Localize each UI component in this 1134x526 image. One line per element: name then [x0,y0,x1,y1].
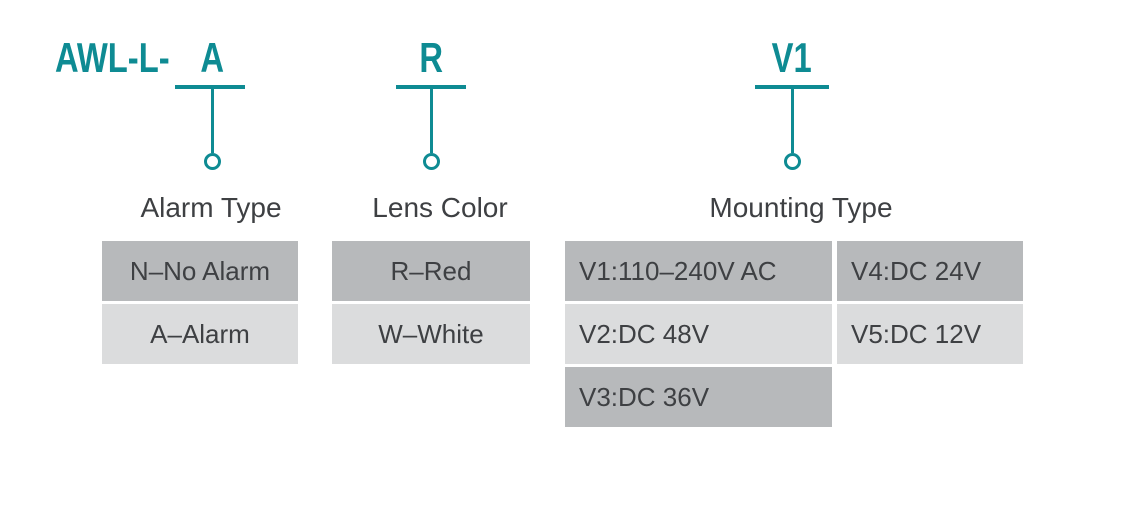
mounting-option-v5: V5:DC 12V [837,304,1023,364]
mounting-connector-bar [755,85,829,89]
alarm-connector-stem [211,89,214,153]
mounting-type-table-col2: V4:DC 24V V5:DC 12V [837,241,1023,364]
lens-code: R [351,37,511,79]
mounting-option-v4: V4:DC 24V [837,241,1023,301]
lens-connector-stem [430,89,433,153]
alarm-connector-bar [175,85,245,89]
mounting-type-title: Mounting Type [709,192,893,223]
lens-color-table: R–Red W–White [332,241,530,364]
alarm-code: A [132,37,292,79]
lens-option-red: R–Red [332,241,530,301]
model-prefix: AWL-L- [55,37,202,79]
alarm-connector-circle [204,153,221,170]
mounting-connector-stem [791,89,794,153]
alarm-type-table: N–No Alarm A–Alarm [102,241,298,364]
mounting-code-text: V1 [771,34,813,81]
mounting-option-v1: V1:110–240V AC [565,241,832,301]
lens-connector-bar [396,85,466,89]
mounting-code: V1 [712,37,872,79]
mounting-type-table-col1: V1:110–240V AC V2:DC 48V V3:DC 36V [565,241,832,427]
mounting-option-v2: V2:DC 48V [565,304,832,364]
lens-color-title: Lens Color [372,192,508,223]
lens-option-white: W–White [332,304,530,364]
mounting-option-v3: V3:DC 36V [565,367,832,427]
alarm-code-text: A [200,34,224,81]
lens-code-text: R [419,34,443,81]
alarm-option-no-alarm: N–No Alarm [102,241,298,301]
model-prefix-text: AWL-L- [55,34,170,81]
alarm-type-title: Alarm Type [140,192,282,223]
lens-connector-circle [423,153,440,170]
alarm-option-alarm: A–Alarm [102,304,298,364]
mounting-connector-circle [784,153,801,170]
